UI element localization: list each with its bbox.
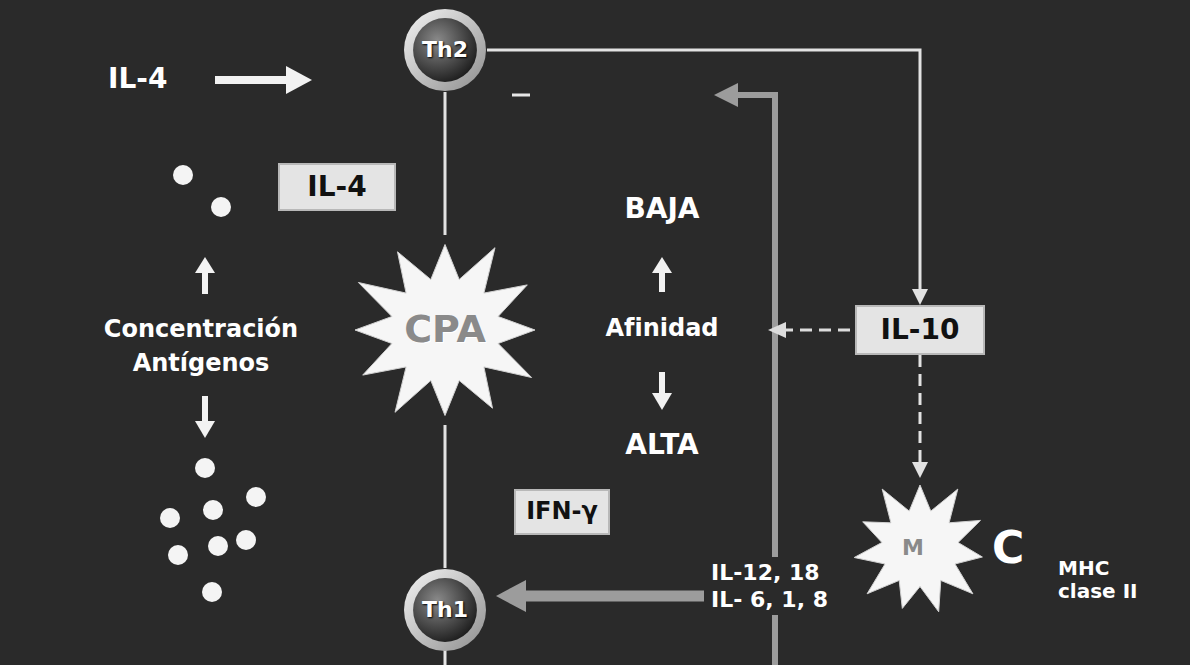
arrow-shaft xyxy=(659,270,665,292)
antigen-dot xyxy=(168,545,188,565)
cytokine-box: IL-4 xyxy=(278,163,396,211)
tick-line xyxy=(512,94,530,97)
connector-line xyxy=(444,92,447,235)
text-label: IL-12, 18 IL- 6, 1, 8 xyxy=(708,557,842,615)
arrow-head xyxy=(652,257,672,273)
star-shape xyxy=(854,485,982,612)
connector xyxy=(445,92,446,235)
antigen-dot xyxy=(208,536,228,556)
cell-core xyxy=(413,18,477,82)
text-label: BAJA xyxy=(600,192,724,226)
stem-line xyxy=(444,650,447,665)
node-text: Th1 xyxy=(422,597,468,622)
cytokine-box: IFN-γ xyxy=(514,489,610,535)
apc-star: CPA xyxy=(345,235,545,425)
dashed-line xyxy=(786,329,850,332)
arrow-shaft xyxy=(522,591,704,602)
arrow-head xyxy=(195,257,215,273)
cytokine-box: IL-10 xyxy=(855,305,985,355)
th-cell: Th2 xyxy=(403,8,487,92)
antigen-dot xyxy=(246,487,266,507)
antigen-dot xyxy=(195,458,215,478)
text-label: Concentración Antígenos xyxy=(85,312,317,380)
arrow-head xyxy=(286,66,312,94)
star-shape xyxy=(355,245,535,416)
antigen-dot xyxy=(211,197,231,217)
arrow-head xyxy=(195,421,215,438)
antigen-dot xyxy=(202,582,222,602)
cell-ring xyxy=(404,569,486,651)
antigen-dot xyxy=(203,500,223,520)
antigen-dot xyxy=(160,508,180,528)
connector-line xyxy=(487,50,920,291)
arrow-head xyxy=(912,462,928,478)
cell-ring xyxy=(404,9,486,91)
node-text: CPA xyxy=(404,308,486,352)
node-text: M xyxy=(902,535,924,560)
arrow-head xyxy=(714,83,738,107)
antigen-dot xyxy=(173,165,193,185)
text-label: MHC clase II xyxy=(1058,557,1142,603)
node-text: IL-4 xyxy=(307,171,366,203)
connector xyxy=(912,355,928,478)
connector xyxy=(445,425,446,568)
node-text: IL-10 xyxy=(881,314,960,346)
connector-line xyxy=(444,425,447,568)
arrow-head xyxy=(912,289,928,305)
arrow-shaft xyxy=(215,76,290,84)
arrow-head xyxy=(768,322,786,338)
text-label: ALTA xyxy=(600,428,724,462)
th-cell: Th1 xyxy=(403,568,487,652)
text-label: IL-4 xyxy=(108,62,167,96)
antigen-dot xyxy=(236,530,256,550)
arrow-shaft xyxy=(659,372,665,396)
arrow-shaft xyxy=(202,270,208,294)
node-text: IFN-γ xyxy=(526,498,598,526)
cell-core xyxy=(413,578,477,642)
arrow-shaft xyxy=(202,396,208,424)
node-text: Th2 xyxy=(422,37,468,62)
arrow-head xyxy=(652,393,672,410)
connector-line xyxy=(919,355,922,464)
arrow-head xyxy=(496,580,526,612)
node-text: C xyxy=(992,523,1024,574)
macrophage-star: MC xyxy=(850,478,990,618)
text-label: Afinidad xyxy=(585,314,739,343)
connector xyxy=(487,50,928,305)
